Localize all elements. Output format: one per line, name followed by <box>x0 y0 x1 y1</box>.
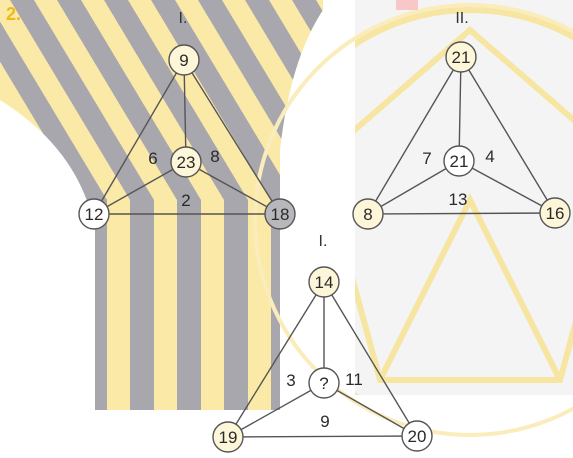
node-left: 19 <box>213 422 243 452</box>
edge-label-left: 3 <box>286 371 295 390</box>
node-top: 14 <box>309 267 339 297</box>
node-left: 8 <box>353 199 383 229</box>
node-value: 20 <box>408 427 427 446</box>
node-top: 21 <box>446 42 476 72</box>
node-value: 19 <box>219 428 238 447</box>
node-right: 18 <box>265 199 295 229</box>
edge-label-bottom: 9 <box>320 412 329 431</box>
node-center: 21 <box>444 146 474 176</box>
node-value: 9 <box>179 51 188 70</box>
node-right: 16 <box>540 198 570 228</box>
node-value: 21 <box>452 48 471 67</box>
pink-mark <box>396 0 418 10</box>
node-value: 21 <box>450 152 469 171</box>
edge-label-left: 6 <box>148 149 157 168</box>
edge-label-right: 8 <box>210 147 219 166</box>
node-value: 23 <box>177 153 196 172</box>
node-left: 12 <box>79 199 109 229</box>
edge-label-left: 7 <box>422 149 431 168</box>
edge-label-right: 4 <box>485 147 494 166</box>
edge-label-bottom: 13 <box>449 190 468 209</box>
node-center: ? <box>309 368 339 398</box>
node-right: 20 <box>402 421 432 451</box>
puzzle-label: I. <box>319 233 328 250</box>
edge-label-right: 11 <box>345 370 363 389</box>
puzzle-label: II. <box>455 10 468 27</box>
edge-label-bottom: 2 <box>181 191 190 210</box>
node-value: 8 <box>363 205 372 224</box>
edge-line <box>228 436 417 437</box>
node-value: ? <box>319 374 328 393</box>
puzzle-label: I. <box>179 10 188 27</box>
node-value: 14 <box>315 273 334 292</box>
node-value: 16 <box>546 204 565 223</box>
node-value: 12 <box>85 205 104 224</box>
edge-line <box>368 213 555 214</box>
problem-number: 2. <box>6 4 21 24</box>
node-top: 9 <box>169 45 199 75</box>
node-center: 23 <box>171 147 201 177</box>
node-value: 18 <box>271 205 290 224</box>
